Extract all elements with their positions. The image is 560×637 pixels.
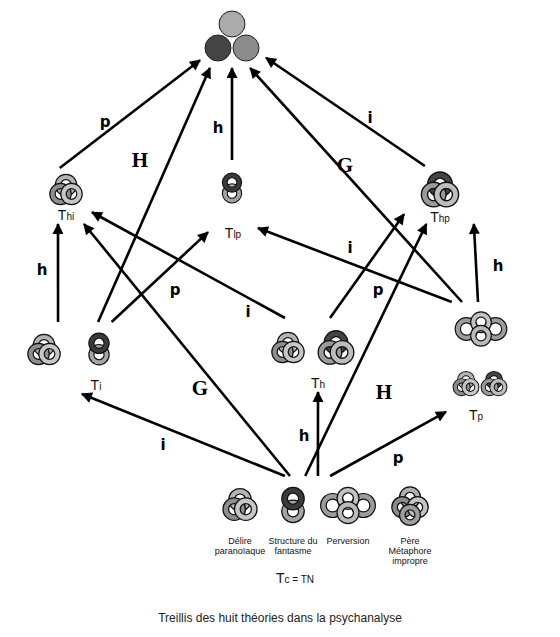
operation-label: i xyxy=(367,109,372,127)
lattice-arrow xyxy=(231,68,234,160)
knot-figure xyxy=(225,175,239,200)
theory-node: Thp xyxy=(404,166,476,224)
theory-label: Thp xyxy=(420,210,460,226)
operation-label: G xyxy=(337,153,353,178)
lattice-arrow xyxy=(60,60,200,168)
knot-figure xyxy=(395,490,426,523)
theory-node: Ti xyxy=(18,322,122,394)
ring-disc xyxy=(205,35,231,61)
knot-figure xyxy=(321,334,351,362)
lattice-arrow xyxy=(98,68,210,322)
lattice-arrow xyxy=(266,58,425,166)
knot-node: Délire paranoïaque xyxy=(214,480,266,564)
figure-caption: Treillis des huit théories dans la psych… xyxy=(0,611,560,625)
theory-node: Tlp xyxy=(208,160,258,242)
operation-label: i xyxy=(160,436,165,454)
theory-label: Ti xyxy=(76,378,116,394)
operation-label: H xyxy=(376,380,392,405)
operation-label: G xyxy=(192,376,208,401)
operation-label: i xyxy=(347,239,352,257)
knot-figure xyxy=(31,337,58,362)
lattice-arrow xyxy=(112,232,208,322)
knot-caption: Structure du fantasme xyxy=(267,536,319,556)
lattice-arrow xyxy=(82,394,285,476)
knot-figure xyxy=(458,315,504,344)
lattice-arrow xyxy=(92,212,285,318)
knot-caption: Délire paranoïaque xyxy=(214,536,266,556)
operation-label: p xyxy=(393,449,404,467)
knot-figure xyxy=(285,490,302,519)
knot-figure xyxy=(424,175,455,204)
theory-label: Thi xyxy=(46,208,86,224)
lattice-arrow xyxy=(84,224,290,476)
operation-label: h xyxy=(493,257,504,275)
knot-node: Perversion xyxy=(322,480,374,564)
knot-caption: Père Métaphore impropre xyxy=(384,536,436,566)
lattice-arrow xyxy=(330,412,446,476)
unknotted-rings xyxy=(205,11,259,61)
operation-label: p xyxy=(373,281,384,299)
operation-label: h xyxy=(213,119,224,137)
lattice-arrow xyxy=(250,68,462,302)
knot-figure xyxy=(53,177,80,202)
knot-node: Structure du fantasme xyxy=(267,480,319,564)
theory-label: Tp xyxy=(456,408,496,424)
lattice-arrow xyxy=(305,224,426,476)
operation-label: p xyxy=(100,113,111,131)
theory-label: Tlp xyxy=(213,226,253,242)
theory-node: Tp xyxy=(446,302,510,424)
knot-figure xyxy=(455,374,477,394)
knot-figure xyxy=(226,491,254,517)
knot-caption: Perversion xyxy=(322,536,374,546)
theory-label: Tc = TN xyxy=(255,571,335,587)
operation-label: h xyxy=(37,261,48,279)
knot-node: Père Métaphore impropre xyxy=(384,480,436,564)
operation-label: H xyxy=(132,148,148,173)
theory-node: Thi xyxy=(40,168,92,224)
lattice-arrow xyxy=(258,228,452,302)
knot-figure xyxy=(483,374,505,394)
theory-node: Th xyxy=(262,318,362,392)
ring-disc xyxy=(233,35,259,61)
operation-label: p xyxy=(170,281,181,299)
lattice-arrow xyxy=(330,214,404,318)
theory-label: Th xyxy=(298,376,338,392)
lattice-arrow xyxy=(474,224,478,302)
ring-disc xyxy=(219,11,245,37)
operation-label: h xyxy=(299,427,310,445)
lattice-top xyxy=(200,8,266,68)
knot-figure xyxy=(275,335,302,360)
theory-group: Tc = TN Délire paranoïaqueStructure du fa… xyxy=(196,476,450,592)
knot-figure xyxy=(323,490,372,521)
lattice-arrow xyxy=(317,392,320,476)
knot-figure xyxy=(91,336,106,363)
operation-label: i xyxy=(245,303,250,321)
lattice-arrow xyxy=(57,224,60,322)
